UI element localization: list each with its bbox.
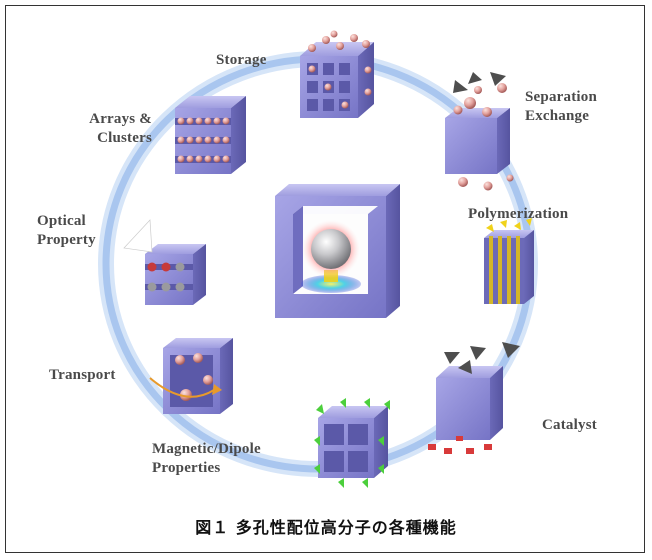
magnetic-icon bbox=[314, 398, 390, 488]
storage-icon bbox=[300, 30, 374, 118]
label-catalyst: Catalyst bbox=[542, 417, 597, 433]
arrays-icon bbox=[175, 96, 246, 174]
separation-icon bbox=[445, 72, 514, 191]
label-polymerization: Polymerization bbox=[468, 206, 569, 222]
catalyst-icon bbox=[428, 342, 520, 454]
label-optical-property: Optical Property bbox=[37, 213, 96, 248]
figure-caption: 図１ 多孔性配位高分子の各種機能 bbox=[195, 518, 457, 537]
center-pore-icon bbox=[275, 184, 400, 318]
label-magnetic-dipole: Magnetic/Dipole Properties bbox=[152, 441, 261, 476]
optical-icon bbox=[123, 219, 206, 305]
label-separation-exchange: Separation Exchange bbox=[525, 89, 598, 124]
label-transport: Transport bbox=[49, 367, 116, 383]
polymerization-icon bbox=[484, 218, 534, 304]
label-storage: Storage bbox=[216, 52, 267, 68]
label-arrays-clusters: Arrays & Clusters bbox=[89, 111, 152, 146]
transport-icon bbox=[149, 338, 233, 414]
